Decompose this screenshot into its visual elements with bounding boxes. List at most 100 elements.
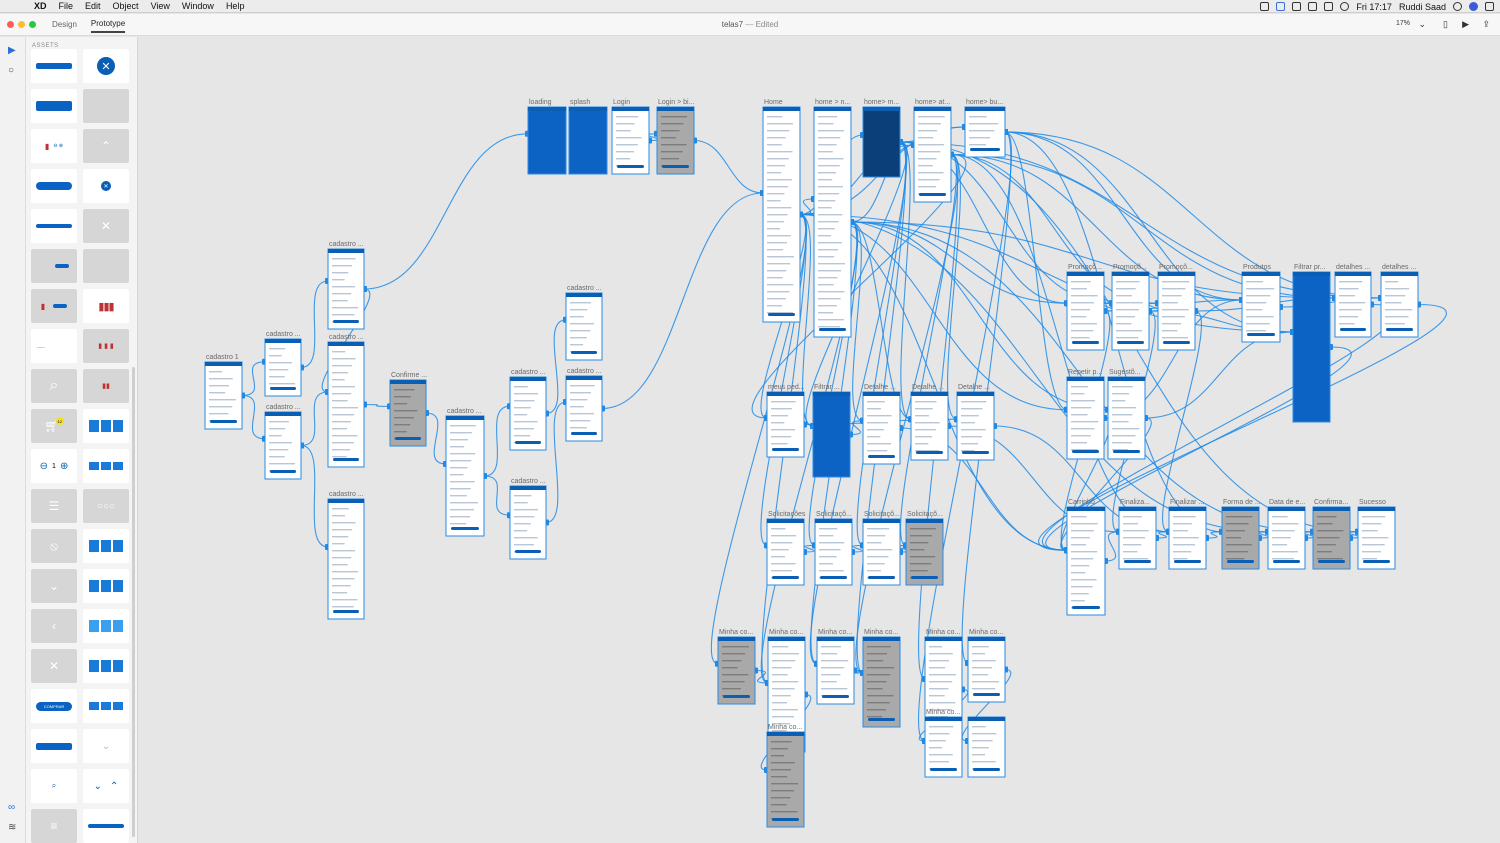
minimize-window-button[interactable] — [18, 21, 25, 28]
artboard-label[interactable]: Minha co... — [719, 629, 753, 636]
artboard-frame[interactable] — [816, 636, 855, 705]
artboard[interactable]: detalhes ... — [1334, 264, 1372, 338]
asset-empty-symbol[interactable] — [83, 89, 129, 123]
asset-x-symbol[interactable]: ✕ — [31, 649, 77, 683]
artboard-label[interactable]: Produtos — [1243, 264, 1272, 271]
prototype-wire[interactable] — [849, 420, 864, 436]
shield-icon[interactable] — [1292, 2, 1302, 11]
prototype-wire[interactable] — [850, 221, 1068, 304]
artboard-label[interactable]: cadastro ... — [567, 285, 602, 292]
zoom-tool-icon[interactable]: ○ — [8, 65, 15, 76]
artboard[interactable]: Produtos — [1241, 264, 1281, 343]
artboard[interactable]: cadastro ... — [445, 408, 485, 537]
prototype-wire[interactable] — [483, 475, 511, 516]
artboard-frame[interactable] — [967, 636, 1006, 703]
prototype-wire[interactable] — [751, 153, 967, 419]
artboard[interactable]: home> at... — [913, 99, 952, 203]
artboard[interactable]: Promoçõ... — [1157, 264, 1196, 351]
asset-search-small[interactable]: ⌕ — [31, 769, 77, 803]
asset-stepper-symbol[interactable]: ⊖1⊕ — [31, 449, 77, 483]
artboard[interactable]: cadastro ... — [327, 334, 365, 468]
menu-file[interactable]: File — [58, 1, 74, 11]
share-icon[interactable]: ⇪ — [1482, 19, 1490, 29]
artboard-frame[interactable] — [717, 636, 756, 705]
prototype-wire[interactable] — [809, 141, 908, 665]
search-icon[interactable] — [1453, 2, 1462, 11]
prototype-wire[interactable] — [754, 669, 769, 684]
prototype-wire[interactable] — [300, 280, 329, 369]
asset-card-symbol[interactable] — [31, 249, 77, 283]
asset-header-symbol[interactable] — [31, 49, 77, 83]
asset-promo-card[interactable]: ▮▮ — [83, 369, 129, 403]
artboard-label[interactable]: home> at... — [915, 99, 950, 106]
artboard[interactable]: cadastro ... — [509, 478, 547, 560]
prototype-wire[interactable] — [760, 221, 859, 684]
prototype-wire[interactable] — [300, 391, 329, 447]
prototype-canvas[interactable]: cadastro 1 cadastro ... cadastro ... cadast… — [139, 37, 1500, 843]
artboard[interactable]: meus ped... — [766, 384, 805, 458]
artboard-frame[interactable] — [1334, 271, 1372, 338]
artboard-label[interactable]: cadastro ... — [511, 478, 546, 485]
artboard[interactable]: cadastro ... — [264, 404, 302, 480]
artboard[interactable]: Finalizar ... — [1168, 499, 1207, 570]
close-window-button[interactable] — [7, 21, 14, 28]
asset-button-symbol[interactable] — [31, 169, 77, 203]
asset-chevrons[interactable]: ⌄⌃ — [83, 769, 129, 803]
asset-close-symbol[interactable]: ✕ — [83, 49, 129, 83]
zoom-window-button[interactable] — [29, 21, 36, 28]
prototype-wire[interactable] — [850, 221, 864, 422]
artboard-frame[interactable] — [327, 248, 365, 330]
artboard[interactable]: cadastro ... — [565, 368, 603, 442]
status-icon[interactable] — [1260, 2, 1270, 11]
siri-icon[interactable] — [1469, 2, 1478, 11]
asset-bottles-image[interactable]: ▮▮▮ — [83, 289, 129, 323]
artboard-label[interactable]: Minha co... — [969, 629, 1003, 636]
artboard-label[interactable]: cadastro 1 — [206, 354, 239, 361]
asset-product-card[interactable]: ▮ — [31, 289, 77, 323]
menubar-user[interactable]: Ruddi Saad — [1398, 1, 1446, 12]
asset-tiles-symbol[interactable] — [83, 449, 129, 483]
prototype-wire[interactable] — [961, 668, 1012, 742]
artboard-label[interactable]: Minha co... — [768, 724, 802, 731]
prototype-wire[interactable] — [850, 144, 915, 223]
artboard[interactable]: loading — [527, 99, 567, 175]
artboard[interactable]: Promoçõ... — [1066, 264, 1105, 351]
artboard[interactable]: Sugestõ... — [1107, 369, 1146, 460]
prototype-wire[interactable] — [855, 153, 959, 674]
artboard-frame[interactable] — [527, 106, 567, 175]
artboard-frame[interactable] — [445, 415, 485, 537]
artboard[interactable]: Minha co... — [924, 709, 963, 778]
asset-list-card[interactable]: ▮ ▮ ▮ — [83, 329, 129, 363]
artboard[interactable]: home> m... — [862, 99, 901, 178]
artboard-frame[interactable] — [862, 391, 901, 465]
menu-view[interactable]: View — [150, 1, 170, 11]
artboard[interactable]: cadastro ... — [509, 369, 547, 451]
artboard-label[interactable]: cadastro ... — [329, 491, 364, 498]
prototype-wire[interactable] — [1004, 131, 1243, 301]
artboard-label[interactable]: Sugestõ... — [1109, 369, 1141, 376]
artboard-label[interactable]: Minha co... — [864, 629, 898, 636]
artboard-label[interactable]: Confirma... — [1314, 499, 1348, 506]
artboard-label[interactable]: Confirme ... — [391, 372, 427, 379]
asset-chevron-left[interactable]: ‹ — [31, 609, 77, 643]
artboard-frame[interactable] — [611, 106, 650, 175]
prototype-wire[interactable] — [646, 133, 660, 142]
artboard-label[interactable]: Promoçõ... — [1159, 264, 1193, 271]
artboard[interactable]: Solicitaçõ... — [905, 511, 944, 586]
prototype-wire[interactable] — [850, 221, 912, 420]
artboard-label[interactable]: cadastro ... — [329, 334, 364, 341]
artboard-label[interactable]: cadastro ... — [329, 241, 364, 248]
artboard-label[interactable]: Minha co... — [769, 629, 803, 636]
prototype-wire[interactable] — [947, 153, 961, 420]
asset-tiles-symbol[interactable] — [83, 689, 129, 723]
artboard-frame[interactable] — [327, 498, 365, 620]
assets-scrollbar[interactable] — [132, 367, 135, 837]
asset-tiles-symbol[interactable] — [83, 409, 129, 443]
artboard[interactable]: detalhes ... — [1380, 264, 1419, 338]
artboard-frame[interactable] — [910, 391, 949, 461]
artboard-label[interactable]: cadastro ... — [511, 369, 546, 376]
artboard-label[interactable]: home> bu... — [966, 99, 1003, 106]
artboard[interactable]: home > n... — [813, 99, 852, 338]
asset-chevron-down[interactable]: ⌄ — [31, 569, 77, 603]
artboard[interactable]: Filtrar ... — [812, 384, 851, 478]
